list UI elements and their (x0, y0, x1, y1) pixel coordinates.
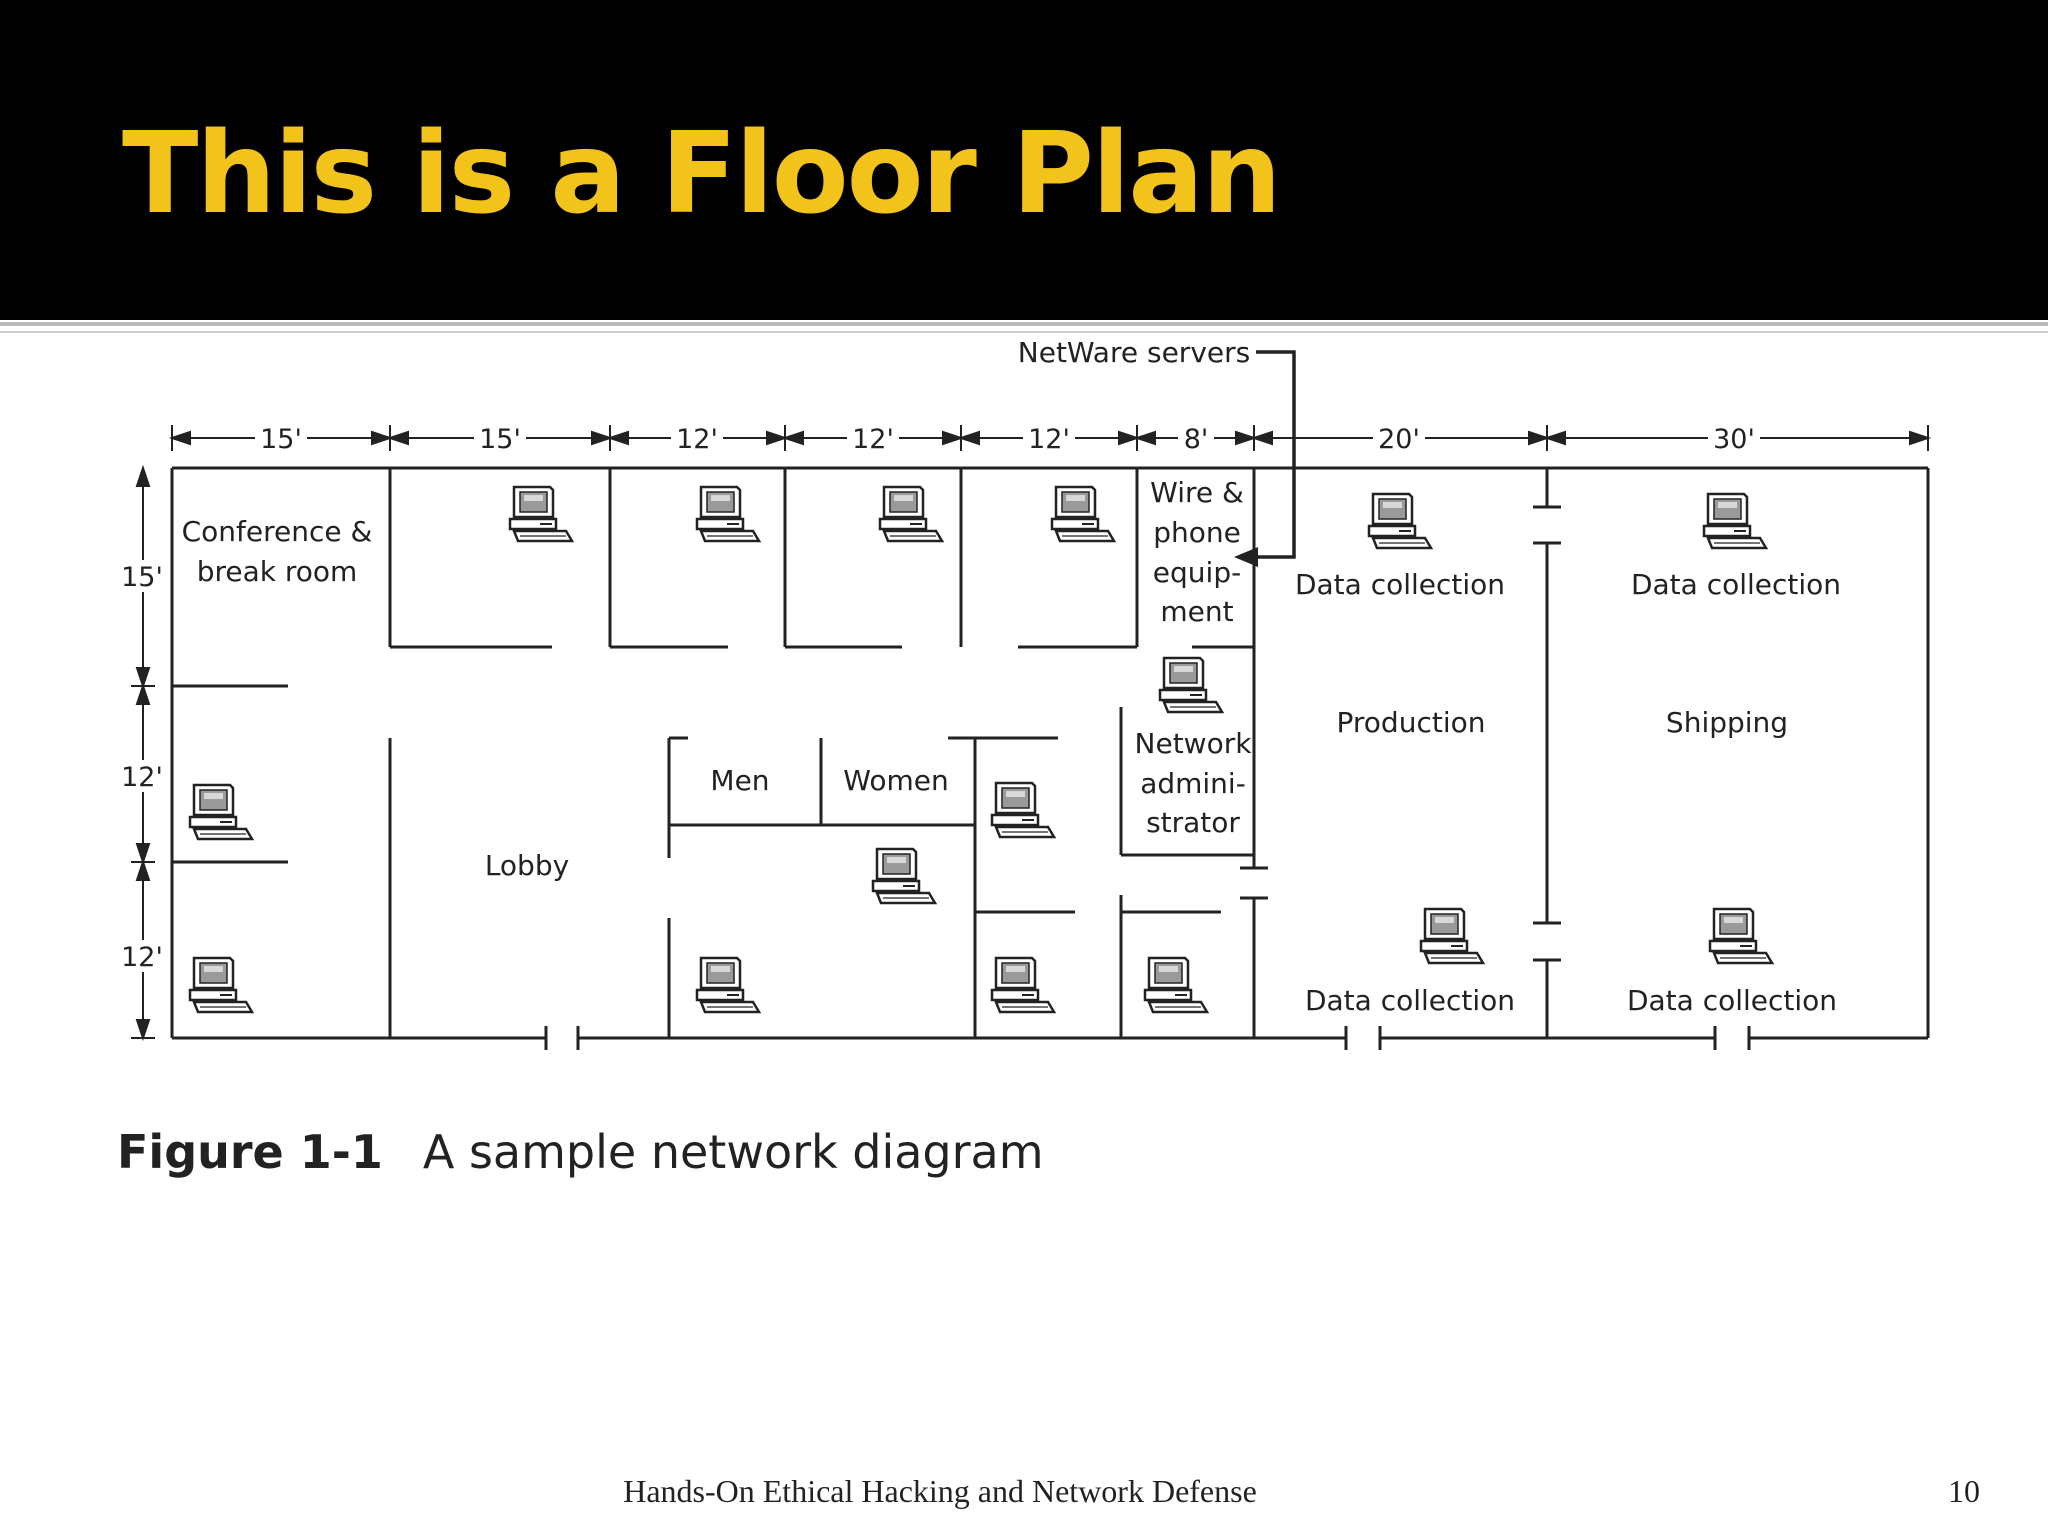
desktop-computer-icon (1419, 907, 1485, 965)
label-wire-1: Wire & (1150, 476, 1244, 509)
figure-caption: Figure 1-1 A sample network diagram (117, 1125, 1044, 1179)
dim-top-3: 12' (676, 424, 718, 455)
interior-walls (172, 468, 1561, 1038)
dim-top-1: 15' (260, 424, 302, 455)
label-data-collection: Data collection (1305, 984, 1515, 1017)
label-wire-3: equip- (1153, 556, 1241, 589)
desktop-computer-icon (990, 781, 1056, 839)
dim-top-7: 20' (1378, 424, 1420, 455)
dim-left-3: 12' (121, 942, 163, 973)
label-data-collection: Data collection (1295, 568, 1505, 601)
top-dimension-line (168, 425, 1932, 451)
slide-title: This is a Floor Plan (122, 109, 1282, 239)
label-data-collection: Data collection (1627, 984, 1837, 1017)
dim-top-5: 12' (1028, 424, 1070, 455)
label-netadmin-1: Network (1135, 727, 1253, 760)
dim-top-4: 12' (852, 424, 894, 455)
title-divider (0, 322, 2048, 326)
desktop-computer-icon (695, 485, 761, 543)
figure-caption-text: A sample network diagram (422, 1125, 1044, 1179)
label-netadmin-3: strator (1146, 806, 1240, 839)
desktop-computer-icon (990, 956, 1056, 1014)
desktop-computer-icon (871, 847, 937, 905)
netware-callout (1256, 350, 1296, 559)
dim-left-2: 12' (121, 762, 163, 793)
label-lobby: Lobby (485, 849, 569, 882)
desktop-computer-icon (188, 956, 254, 1014)
desktop-computer-icon (878, 485, 944, 543)
desktop-computer-icon (188, 783, 254, 841)
label-wire-4: ment (1160, 595, 1233, 628)
desktop-computer-icon (508, 485, 574, 543)
floor-plan-diagram: 15' 15' 12' 12' 12' 8' 20' 30' 15' 12' 1… (120, 336, 1932, 1050)
dim-top-6: 8' (1184, 424, 1209, 455)
label-wire-2: phone (1153, 516, 1241, 549)
dim-left-1: 15' (121, 562, 163, 593)
desktop-computer-icon (1702, 492, 1768, 550)
left-dimension-labels: 15' 12' 12' (120, 560, 166, 973)
title-bar: This is a Floor Plan (0, 0, 2048, 320)
desktop-computer-icon (1158, 656, 1224, 714)
desktop-computer-icon (1050, 485, 1116, 543)
label-women: Women (843, 764, 948, 797)
outer-walls (170, 466, 1930, 1040)
label-men: Men (710, 764, 769, 797)
label-shipping: Shipping (1666, 706, 1788, 739)
netware-callout-arrow (1234, 547, 1258, 567)
netware-servers-label: NetWare servers (1018, 336, 1250, 369)
door-jambs (544, 1026, 1751, 1050)
label-netadmin-2: admini- (1140, 767, 1246, 800)
figure-number: Figure 1-1 (117, 1125, 383, 1179)
room-labels: Conference & break room Wire & phone equ… (182, 476, 1841, 1017)
desktop-computer-icon (1708, 907, 1774, 965)
title-divider-thin (0, 331, 2048, 333)
desktop-computer-icon (695, 956, 761, 1014)
dim-top-2: 15' (479, 424, 521, 455)
desktop-computer-icon (1143, 956, 1209, 1014)
label-production: Production (1337, 706, 1486, 739)
desktop-computer-icon (1367, 492, 1433, 550)
label-conference-2: break room (197, 555, 358, 588)
label-data-collection: Data collection (1631, 568, 1841, 601)
dim-top-8: 30' (1713, 424, 1755, 455)
top-dimension-labels: 15' 15' 12' 12' 12' 8' 20' 30' (255, 423, 1760, 455)
label-conference-1: Conference & (182, 515, 373, 548)
slide-footer: Hands-On Ethical Hacking and Network Def… (623, 1473, 1257, 1509)
page-number: 10 (1948, 1473, 1980, 1509)
computers (188, 485, 1774, 1014)
